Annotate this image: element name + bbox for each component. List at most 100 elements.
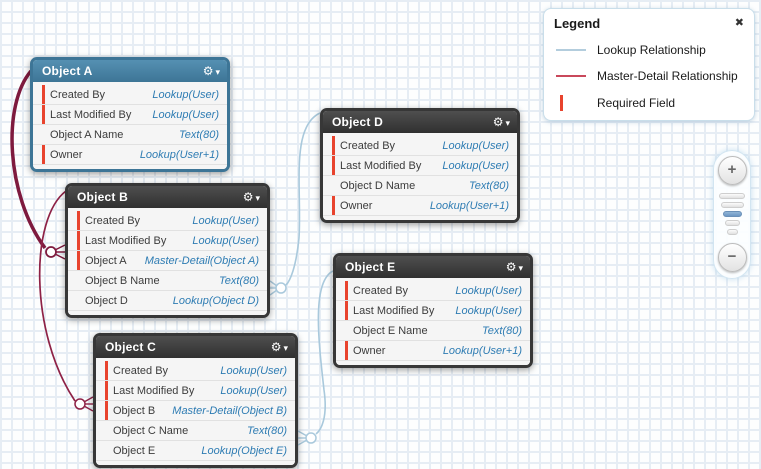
required-field-bar bbox=[332, 156, 335, 175]
lookup-line-sample bbox=[554, 49, 588, 51]
field-name: Created By bbox=[50, 88, 106, 101]
required-field-bar bbox=[105, 401, 108, 420]
field-type: Text(80) bbox=[179, 128, 219, 141]
zoom-control[interactable]: + − bbox=[713, 150, 751, 279]
legend-item-lookup: Lookup Relationship bbox=[554, 43, 744, 57]
object-title: Object D bbox=[332, 115, 383, 129]
object-field-list: Created By Lookup(User) Last Modified By Lo… bbox=[33, 82, 227, 169]
connector-circle-c-e bbox=[305, 432, 317, 444]
object-title: Object C bbox=[105, 340, 156, 354]
zoom-level-bar[interactable] bbox=[719, 193, 745, 199]
field-name: Object B bbox=[113, 404, 156, 417]
required-field-bar bbox=[105, 381, 108, 400]
field-name: Last Modified By bbox=[50, 108, 132, 121]
field-name: Created By bbox=[85, 214, 141, 227]
gear-menu-button[interactable]: ⚙▾ bbox=[203, 64, 220, 78]
field-type: Lookup(User) bbox=[220, 364, 287, 377]
object-box-c[interactable]: Object C ⚙▾ Created By Lookup(User) Last M… bbox=[93, 333, 298, 468]
gear-menu-button[interactable]: ⚙▾ bbox=[506, 260, 523, 274]
field-type: Lookup(User) bbox=[152, 108, 219, 121]
connector-circle-b-c bbox=[74, 398, 86, 410]
required-field-sample bbox=[554, 95, 588, 111]
field-name: Object B Name bbox=[85, 274, 160, 287]
required-field-bar bbox=[77, 251, 80, 270]
required-field-bar bbox=[345, 301, 348, 320]
field-type: Lookup(User) bbox=[442, 139, 509, 152]
field-type: Lookup(User+1) bbox=[139, 148, 219, 161]
field-type: Lookup(User+1) bbox=[429, 199, 509, 212]
legend-item-label: Required Field bbox=[597, 96, 676, 110]
field-row[interactable]: Created By Lookup(User) bbox=[96, 361, 295, 381]
chevron-down-icon: ▾ bbox=[255, 192, 260, 203]
field-row[interactable]: Owner Lookup(User+1) bbox=[323, 196, 517, 216]
gear-menu-button[interactable]: ⚙▾ bbox=[493, 115, 510, 129]
field-name: Object D bbox=[85, 294, 128, 307]
field-name: Object A bbox=[85, 254, 127, 267]
required-field-bar bbox=[42, 145, 45, 164]
field-name: Owner bbox=[340, 199, 373, 212]
connector-circle-a-b bbox=[45, 246, 57, 258]
field-type: Lookup(User) bbox=[152, 88, 219, 101]
field-name: Object C Name bbox=[113, 424, 189, 437]
chevron-down-icon: ▾ bbox=[505, 117, 510, 128]
object-header[interactable]: Object A ⚙▾ bbox=[33, 60, 227, 82]
zoom-level-bar-active[interactable] bbox=[722, 211, 742, 217]
zoom-level-bar[interactable] bbox=[726, 229, 738, 235]
chevron-down-icon: ▾ bbox=[215, 66, 220, 77]
field-type: Lookup(Object E) bbox=[201, 444, 287, 457]
gear-menu-button[interactable]: ⚙▾ bbox=[271, 340, 288, 354]
zoom-in-button[interactable]: + bbox=[717, 156, 747, 185]
zoom-level-bar[interactable] bbox=[724, 220, 740, 226]
zoom-level-bar[interactable] bbox=[720, 202, 744, 208]
field-name: Owner bbox=[353, 344, 386, 357]
gear-icon: ⚙ bbox=[242, 190, 254, 204]
object-header[interactable]: Object C ⚙▾ bbox=[96, 336, 295, 358]
object-title: Object E bbox=[345, 260, 396, 274]
field-type: Master-Detail(Object A) bbox=[144, 254, 259, 267]
object-header[interactable]: Object E ⚙▾ bbox=[336, 256, 530, 278]
legend-item-label: Lookup Relationship bbox=[597, 43, 706, 57]
required-field-bar bbox=[42, 85, 45, 104]
gear-menu-button[interactable]: ⚙▾ bbox=[243, 190, 260, 204]
crowsfoot-b-c bbox=[83, 396, 94, 412]
field-row[interactable]: Owner Lookup(User+1) bbox=[33, 145, 227, 165]
required-field-bar bbox=[105, 361, 108, 380]
object-header[interactable]: Object D ⚙▾ bbox=[323, 111, 517, 133]
crowsfoot-c-e bbox=[297, 430, 308, 446]
field-row[interactable]: Last Modified By Lookup(User) bbox=[33, 105, 227, 125]
object-header[interactable]: Object B ⚙▾ bbox=[68, 186, 267, 208]
crowsfoot-a-b bbox=[54, 244, 66, 260]
field-name: Created By bbox=[113, 364, 169, 377]
zoom-out-button[interactable]: − bbox=[717, 243, 747, 272]
field-type: Text(80) bbox=[469, 179, 509, 192]
field-type: Lookup(User) bbox=[442, 159, 509, 172]
object-title: Object A bbox=[42, 64, 93, 78]
field-row[interactable]: Created By Lookup(User) bbox=[33, 85, 227, 105]
close-icon[interactable]: ✖ bbox=[734, 17, 744, 29]
field-name: Owner bbox=[50, 148, 83, 161]
field-row[interactable]: Object A Master-Detail(Object A) bbox=[68, 251, 267, 271]
crowsfoot-b-d bbox=[269, 280, 278, 296]
